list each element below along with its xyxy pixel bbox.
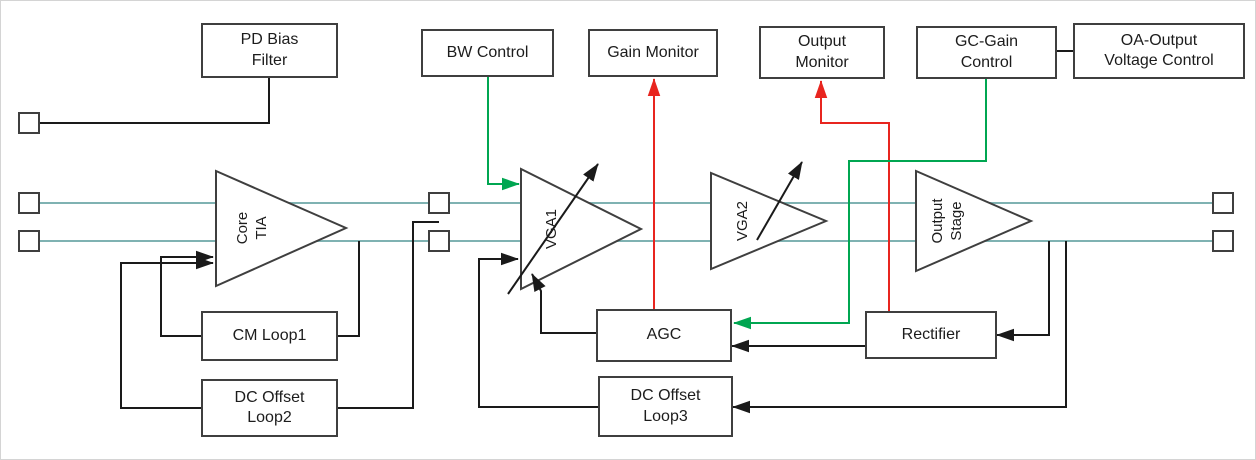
block-agc: AGC <box>596 309 732 362</box>
port-pads <box>18 112 1234 252</box>
port-input-positive <box>18 192 40 214</box>
cm-loop1-feedback-wire <box>160 250 214 337</box>
pd-bias-wire <box>39 78 270 124</box>
block-label: Loop3 <box>643 407 688 425</box>
dc-offset-loop2-sense-wire <box>338 221 439 409</box>
block-label: Filter <box>251 51 288 69</box>
pad-tia-output-negative <box>428 230 450 252</box>
block-dc-offset-loop2: DC Offset Loop2 <box>201 379 338 437</box>
connection-lines <box>39 50 1073 414</box>
port-output-positive <box>1212 192 1234 214</box>
block-label: PD Bias <box>240 31 299 49</box>
block-oa-output-voltage-control: OA-Output Voltage Control <box>1073 23 1245 79</box>
output-to-rectifier-wire <box>996 241 1050 342</box>
agc-to-vga1-gain-wire <box>531 273 596 334</box>
vga2-variable-gain-arrow-icon <box>756 161 803 241</box>
gc-gain-control-to-agc-wire <box>733 79 987 330</box>
block-label: AGC <box>646 326 682 344</box>
block-label: Output <box>797 33 847 51</box>
pad-tia-output-positive <box>428 192 450 214</box>
amplifier-shapes <box>215 167 1034 291</box>
block-label: CM Loop1 <box>232 326 307 344</box>
block-pd-bias-filter: PD Bias Filter <box>201 23 338 78</box>
block-label: DC Offset <box>630 387 701 405</box>
core-tia-triangle <box>215 169 349 288</box>
block-label: Voltage Control <box>1104 52 1214 69</box>
block-label: GC-Gain <box>954 33 1019 51</box>
block-label: Monitor <box>795 53 849 71</box>
cm-loop1-sense-wire <box>338 241 360 337</box>
bw-control-to-vga1-wire <box>487 77 520 191</box>
dc-offset-loop3-feedback-wire <box>478 252 598 408</box>
port-output-negative <box>1212 230 1234 252</box>
dc-offset-loop2-feedback-wire <box>120 256 214 409</box>
control-lines <box>487 77 987 330</box>
port-input-negative <box>18 230 40 252</box>
block-label: Rectifier <box>901 325 961 343</box>
vga1-variable-gain-arrow-icon <box>507 163 599 295</box>
block-cm-loop1: CM Loop1 <box>201 311 338 361</box>
block-label: Gain Monitor <box>607 43 699 61</box>
block-gc-gain-control: GC-Gain Control <box>916 26 1057 79</box>
block-label: Loop2 <box>247 409 292 426</box>
block-label: OA-Output <box>1120 31 1198 49</box>
monitor-lines <box>647 78 890 311</box>
vga1-triangle <box>520 167 644 291</box>
block-label: Control <box>960 53 1013 71</box>
block-label: DC Offset <box>234 388 305 406</box>
gain-arrows <box>507 161 803 334</box>
rectifier-to-output-monitor-wire <box>814 80 890 311</box>
port-pd-bias <box>18 112 40 134</box>
output-to-dc-offset-loop3-wire <box>732 241 1067 414</box>
block-rectifier: Rectifier <box>865 311 997 359</box>
block-label: BW Control <box>446 43 529 61</box>
output-stage-triangle <box>915 169 1034 273</box>
block-bw-control: BW Control <box>421 29 554 77</box>
block-gain-monitor: Gain Monitor <box>588 29 718 77</box>
block-dc-offset-loop3: DC Offset Loop3 <box>598 376 733 437</box>
block-output-monitor: Output Monitor <box>759 26 885 79</box>
